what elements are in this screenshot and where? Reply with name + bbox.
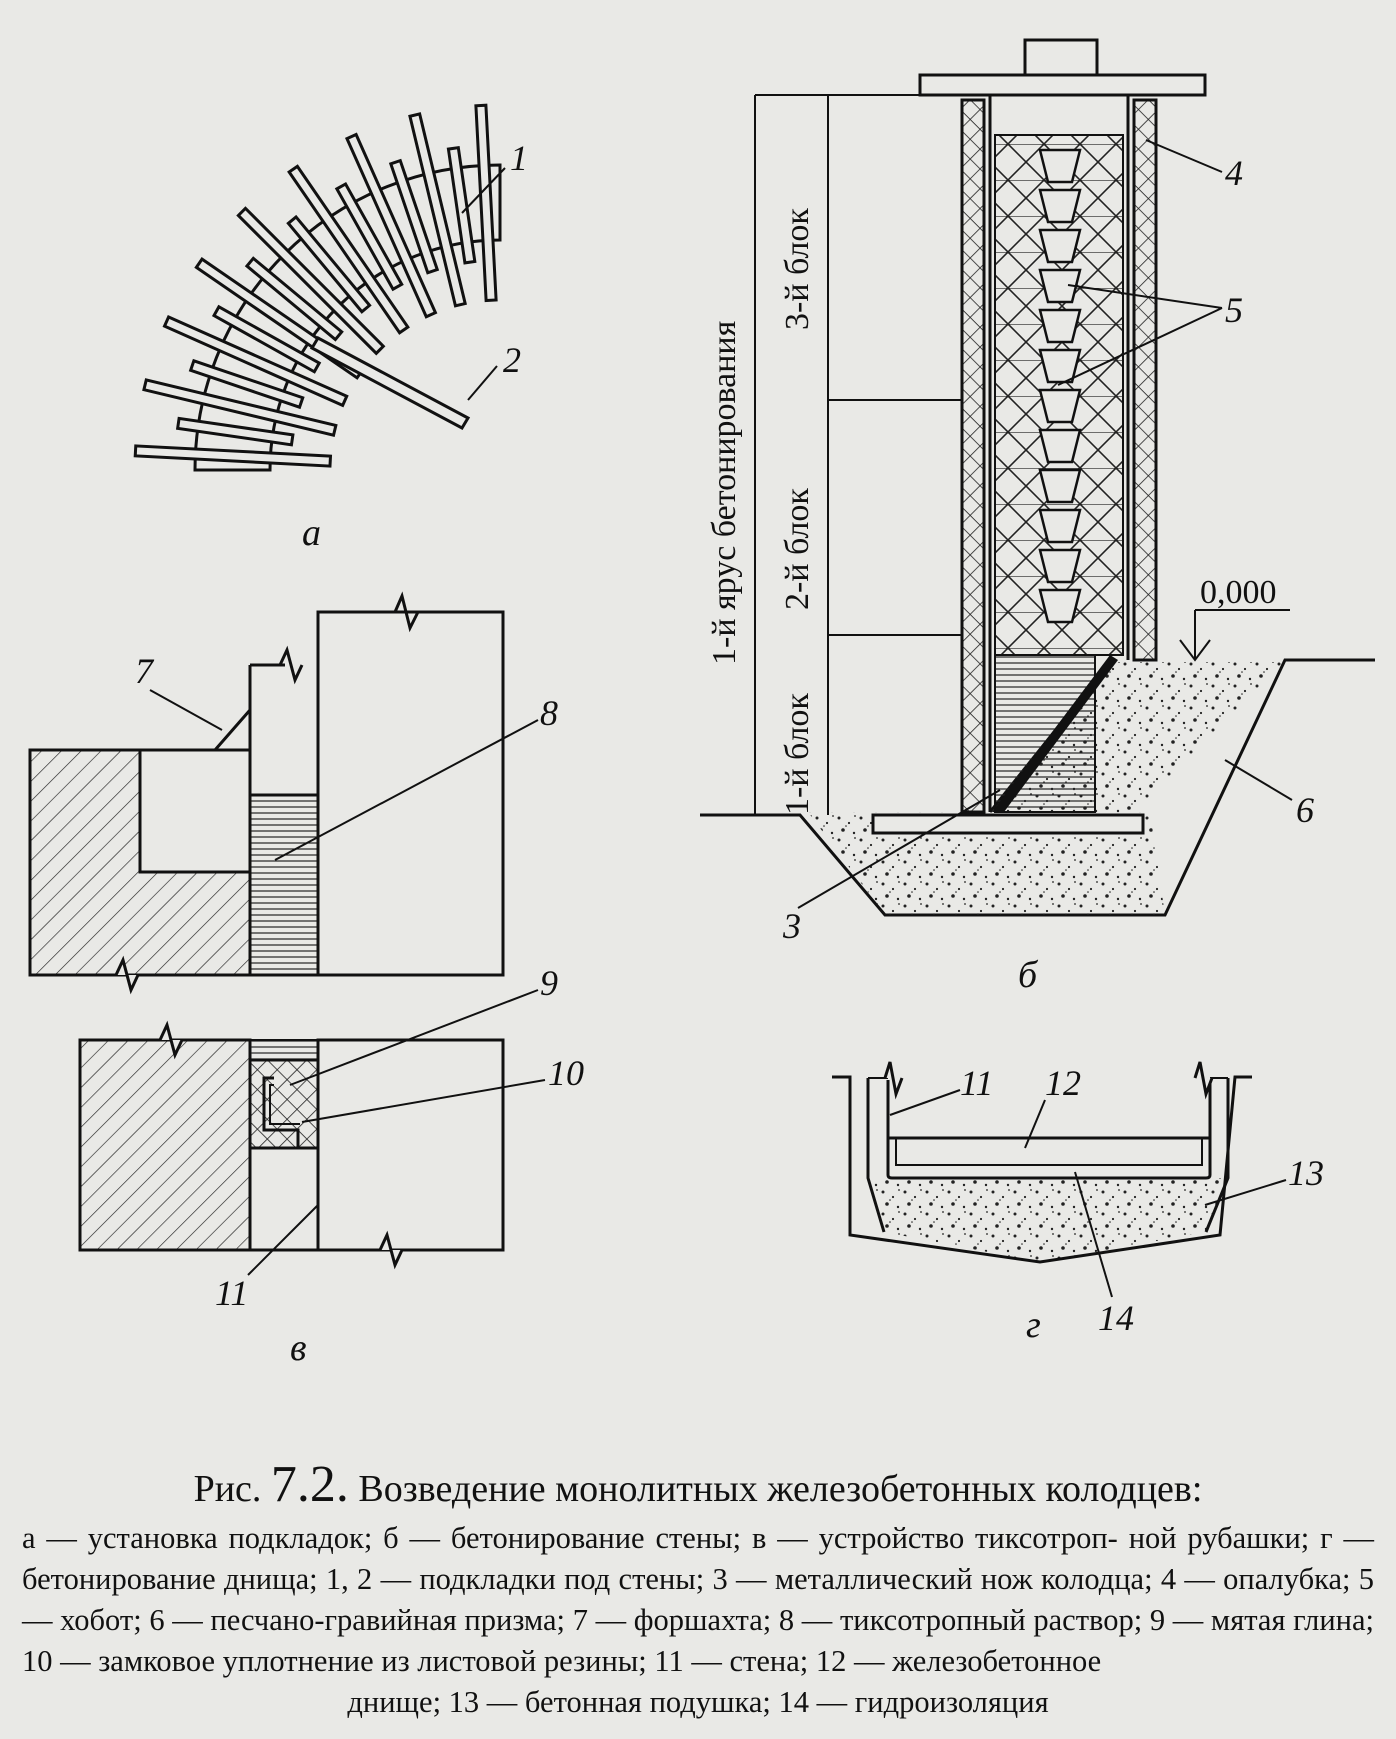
- callout-leaders-b: [797, 139, 1293, 909]
- callout-number-14: 14: [1098, 1298, 1134, 1338]
- panel-b-label: б: [1018, 954, 1039, 996]
- callout-number-3: 3: [782, 906, 801, 946]
- callout-number-6: 6: [1296, 790, 1314, 830]
- chute-section: [1038, 468, 1082, 504]
- panel-a-label: а: [302, 512, 321, 554]
- pad: [474, 103, 498, 303]
- callout-number-13: 13: [1288, 1153, 1324, 1193]
- chute-section: [1038, 548, 1082, 584]
- callout-number-10: 10: [548, 1053, 584, 1093]
- panel-v-label: в: [290, 1327, 307, 1369]
- panel-b-wall-concreting: [700, 38, 1375, 917]
- chute-section: [1038, 228, 1082, 264]
- callout-number-11-g: 11: [960, 1063, 993, 1103]
- legend-line-3: металлический нож колодца; 4 — опалубка;…: [22, 1562, 1374, 1637]
- pad: [287, 164, 410, 335]
- pad: [211, 304, 322, 374]
- callout-number-11-v: 11: [215, 1273, 248, 1313]
- chute-section: [1038, 508, 1082, 544]
- callout-leaders-a: [461, 167, 506, 401]
- concrete-chute: [1038, 148, 1082, 624]
- chute-section: [1038, 588, 1082, 624]
- pad: [244, 256, 344, 342]
- callout-number-4: 4: [1225, 153, 1243, 193]
- chute-section: [1038, 268, 1082, 304]
- callout-number-5: 5: [1225, 290, 1243, 330]
- figure-7-2: а 1 2: [28, 38, 1375, 1369]
- panel-g-label: г: [1026, 1304, 1041, 1346]
- pad: [175, 416, 295, 447]
- legend-line-1: а — установка подкладок; б — бетонирован…: [22, 1521, 1118, 1555]
- legend-line-4: призма; 7 — форшахта; 8 — тиксотропный р…: [22, 1603, 1374, 1678]
- chute-section: [1038, 308, 1082, 344]
- pad: [334, 181, 404, 292]
- callout-number-7: 7: [135, 651, 155, 691]
- chute-section: [1038, 188, 1082, 224]
- panel-v-thixotropic-jacket: [28, 591, 505, 1270]
- block-2-label: 2-й блок: [779, 488, 816, 610]
- callout-leaders-v: [149, 689, 546, 1276]
- chute-section: [1038, 348, 1082, 384]
- tier-label: 1-й ярус бетонирования: [706, 320, 743, 665]
- callout-number-9: 9: [540, 963, 558, 1003]
- legend-line-5: замковое уплотнение из листовой резины; …: [98, 1644, 1102, 1678]
- pad: [188, 358, 305, 410]
- callout-number-12: 12: [1045, 1063, 1081, 1103]
- chute-section: [1038, 428, 1082, 464]
- block-1-label: 1-й блок: [779, 693, 816, 815]
- pad: [236, 206, 386, 356]
- callout-number-8: 8: [540, 693, 558, 733]
- legend-line-2: ной рубашки; г — бетонирование днища; 1,…: [22, 1521, 1374, 1596]
- figure-title: Возведение монолитных железобетонных кол…: [358, 1468, 1203, 1510]
- legend-line-6: днище; 13 — бетонная подушка; 14 — гидро…: [347, 1685, 1049, 1719]
- callout-leaders-g: [889, 1089, 1287, 1298]
- figure-number: 7.2.: [270, 1456, 349, 1513]
- pad: [388, 158, 440, 275]
- pad: [133, 444, 333, 468]
- block-3-label: 3-й блок: [779, 208, 816, 330]
- figure-caption-legend: а — установка подкладок; б — бетонирован…: [22, 1518, 1374, 1723]
- callout-number-1: 1: [510, 138, 528, 178]
- pad: [142, 378, 338, 437]
- pad: [408, 112, 467, 308]
- callout-number-2: 2: [503, 340, 521, 380]
- panel-a-pads-layout: [133, 103, 502, 472]
- figure-prefix: Рис.: [193, 1468, 262, 1510]
- pad: [446, 145, 477, 265]
- chute-section: [1038, 148, 1082, 184]
- pad: [344, 132, 438, 319]
- pad: [162, 314, 349, 408]
- panel-g-bottom-concreting: [832, 1061, 1252, 1264]
- diagonal-pad: [309, 336, 471, 430]
- pad: [286, 214, 372, 314]
- figure-caption-title: Рис. 7.2. Возведение монолитных железобе…: [0, 1455, 1396, 1514]
- elevation-zero-label: 0,000: [1200, 574, 1277, 611]
- chute-section: [1038, 388, 1082, 424]
